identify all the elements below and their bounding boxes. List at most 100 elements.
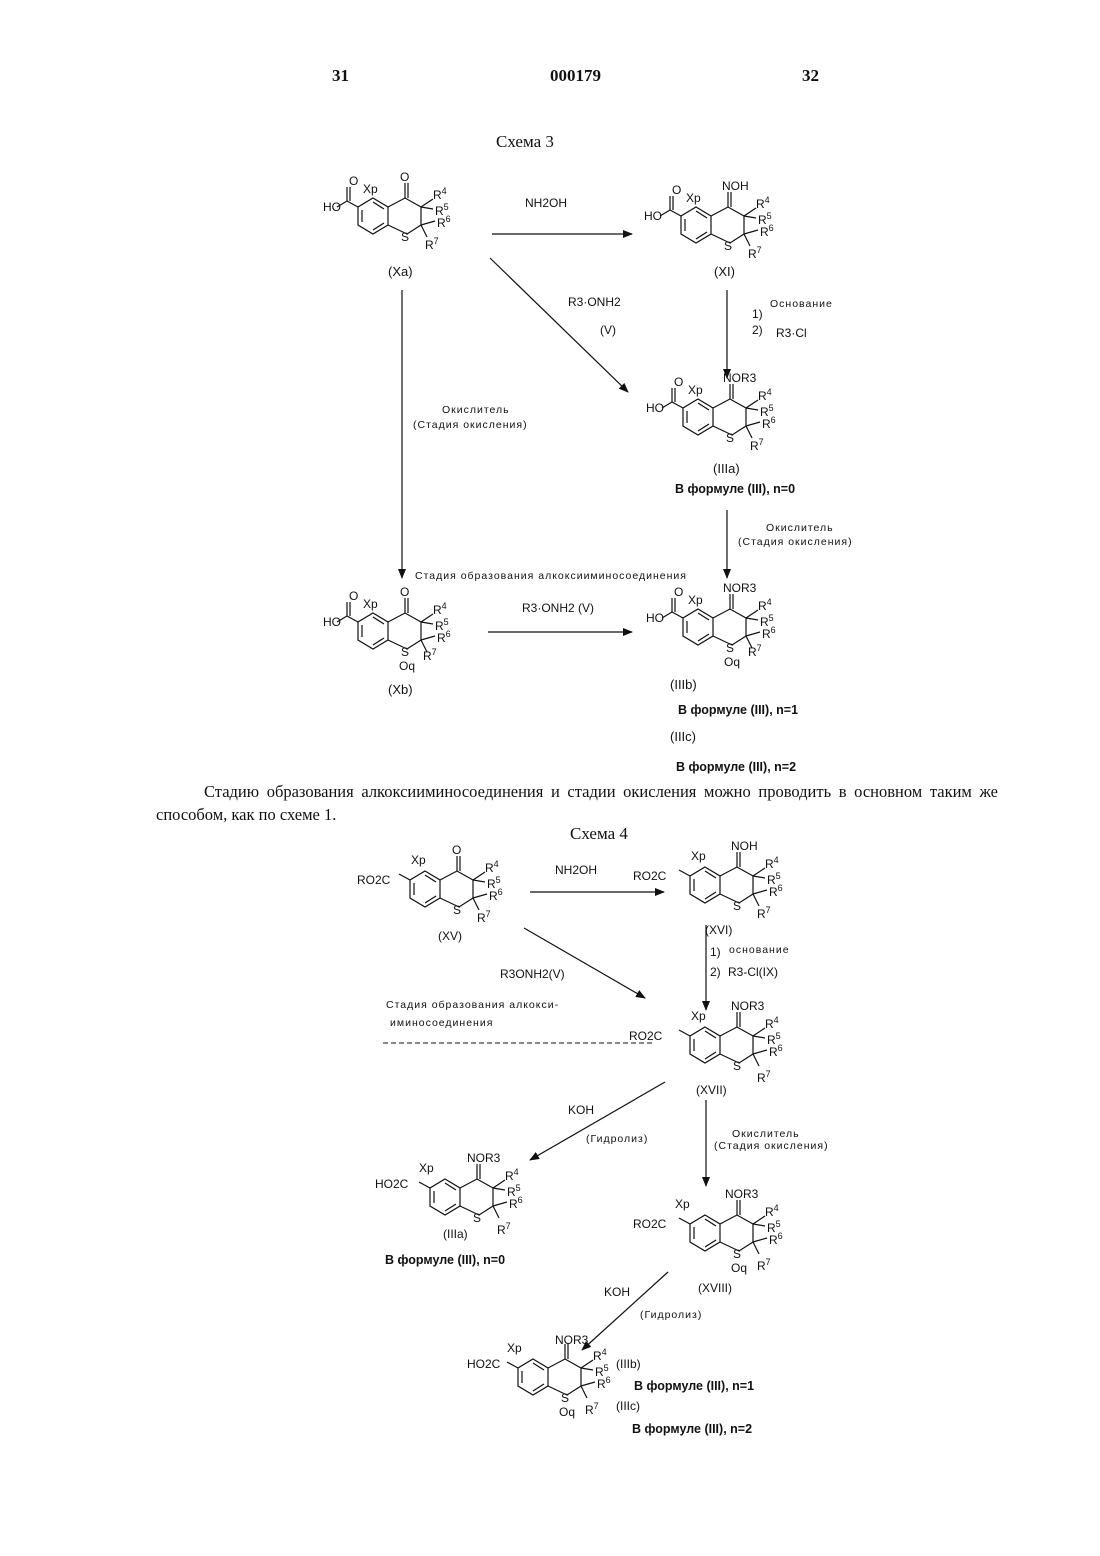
svg-text:R4: R4 <box>505 1167 519 1183</box>
oxidation-stage-s3-left: (Стадия окисления) <box>413 419 528 431</box>
step2-s3: 2) <box>752 323 763 337</box>
svg-text:O: O <box>400 585 409 599</box>
compound-xa: HO O Xp O S R4 R5 R6 R7 <box>323 170 451 252</box>
xi-carbonyl-o: O <box>672 183 681 197</box>
svg-text:Xp: Xp <box>363 597 378 611</box>
svg-text:RO2C: RO2C <box>633 869 667 883</box>
oxidant-s3-right: Окислитель <box>766 522 834 534</box>
xviii-label: (XVIII) <box>698 1281 732 1295</box>
svg-text:RO2C: RO2C <box>357 873 391 887</box>
xi-acid-label: HO <box>644 209 662 223</box>
arrow-xv-to-xvii <box>524 928 645 998</box>
iiib-label-s3: (IIIb) <box>670 677 697 692</box>
svg-text:R6: R6 <box>769 883 783 899</box>
svg-text:HO: HO <box>646 401 664 415</box>
svg-text:2): 2) <box>710 965 721 979</box>
compound-xviii: RO2C Xp NOR3 S Oq R4 R5 R6 R7 <box>633 1187 783 1275</box>
xi-label: (XI) <box>714 264 735 279</box>
formula-note-iiia-s3: В формуле (III), n=0 <box>675 482 795 496</box>
svg-text:Xp: Xp <box>691 849 706 863</box>
svg-text:O: O <box>674 585 683 599</box>
svg-text:S: S <box>726 431 734 445</box>
svg-text:NOR3: NOR3 <box>555 1333 589 1347</box>
iiic-label-s4: (IIIc) <box>616 1399 640 1413</box>
hydrolysis-s4-lower: (Гидролиз) <box>640 1309 702 1321</box>
svg-text:RO2C: RO2C <box>629 1029 663 1043</box>
svg-text:HO2C: HO2C <box>467 1357 501 1371</box>
iiia-label-s3: (IIIa) <box>713 461 740 476</box>
svg-text:NOH: NOH <box>731 839 758 853</box>
arrow-xvii-to-iiia <box>530 1082 665 1160</box>
svg-text:R6: R6 <box>769 1231 783 1247</box>
svg-text:R4: R4 <box>765 1203 779 1219</box>
svg-text:R6: R6 <box>769 1043 783 1059</box>
svg-text:Oq: Oq <box>724 655 740 669</box>
svg-text:NOR3: NOR3 <box>467 1151 501 1165</box>
reagent-r3onh2-v-s3: R3·ONH2 (V) <box>522 601 594 615</box>
xa-ring-s: S <box>401 230 409 244</box>
xa-x-substituent: Xp <box>363 182 378 196</box>
svg-text:O: O <box>349 589 358 603</box>
svg-text:R6: R6 <box>437 214 451 230</box>
xb-oxide: Oq <box>399 659 415 673</box>
svg-text:S: S <box>561 1391 569 1405</box>
xi-ring-s: S <box>724 239 732 253</box>
compound-xvii: RO2C Xp NOR3 S R4 R5 R6 R7 <box>629 999 783 1085</box>
svg-text:RO2C: RO2C <box>633 1217 667 1231</box>
svg-text:R6: R6 <box>509 1195 523 1211</box>
base-reagent-s3: Основание <box>770 298 833 310</box>
svg-text:R6: R6 <box>762 415 776 431</box>
svg-text:S: S <box>733 899 741 913</box>
formula-note-iiic-s3: В формуле (III), n=2 <box>676 760 796 774</box>
svg-text:R4: R4 <box>758 387 772 403</box>
reagent-r3onh2-s4: R3ONH2(V) <box>500 967 565 981</box>
xa-ketone-o: O <box>400 170 409 184</box>
svg-text:HO: HO <box>646 611 664 625</box>
svg-text:R6: R6 <box>489 887 503 903</box>
svg-text:S: S <box>733 1059 741 1073</box>
svg-text:Xp: Xp <box>691 1009 706 1023</box>
oxidant-s4: Окислитель <box>732 1128 800 1140</box>
iiia-oxime: NOR3 <box>723 371 757 385</box>
svg-text:O: O <box>674 375 683 389</box>
base-reagent-s4: основание <box>729 944 790 956</box>
xa-carbonyl-o: O <box>349 174 358 188</box>
iiia-label-s4: (IIIa) <box>443 1227 468 1241</box>
svg-text:R7: R7 <box>477 909 491 925</box>
formula-note-iiia-s4: В формуле (III), n=0 <box>385 1253 505 1267</box>
svg-text:R4: R4 <box>756 195 770 211</box>
xv-label: (XV) <box>438 929 462 943</box>
reagent-nh2oh-s4: NH2OH <box>555 863 597 877</box>
r3cl-reagent-s4: R3-Cl(IX) <box>728 965 778 979</box>
compound-iiib-s3: HO O Xp NOR3 S Oq R4 R5 R6 R7 <box>646 581 776 669</box>
reagent-v-s3: (V) <box>600 323 616 337</box>
svg-text:S: S <box>733 1247 741 1261</box>
svg-text:R4: R4 <box>433 601 447 617</box>
compound-xvi: RO2C Xp NOH S R4 R5 R6 R7 <box>633 839 783 921</box>
svg-text:R6: R6 <box>762 625 776 641</box>
svg-text:O: O <box>452 843 461 857</box>
svg-text:Xp: Xp <box>419 1161 434 1175</box>
koh-s4-lower: KOH <box>604 1285 630 1299</box>
svg-text:HO: HO <box>323 615 341 629</box>
svg-text:Xp: Xp <box>688 383 703 397</box>
xa-acid-label: HO <box>323 200 341 214</box>
xvii-label: (XVII) <box>696 1083 727 1097</box>
svg-text:R4: R4 <box>485 859 499 875</box>
svg-text:R4: R4 <box>593 1347 607 1363</box>
svg-text:R4: R4 <box>765 1015 779 1031</box>
compound-xb: HO O Xp O S Oq R4 R5 R6 R7 <box>323 585 451 673</box>
hydrolysis-s4-upper: (Гидролиз) <box>586 1133 648 1145</box>
svg-text:R6: R6 <box>597 1375 611 1391</box>
svg-text:R4: R4 <box>758 597 772 613</box>
reagent-nh2oh-s3: NH2OH <box>525 196 567 210</box>
svg-text:Xp: Xp <box>507 1341 522 1355</box>
alkoxyimino-stage-s4-line2: иминосоединения <box>390 1017 493 1029</box>
svg-text:R7: R7 <box>423 647 437 663</box>
compound-iiia-s3: HO O Xp NOR3 S R4 R5 R6 R7 <box>646 371 776 453</box>
svg-text:R7: R7 <box>748 245 762 261</box>
step1-s3: 1) <box>752 307 763 321</box>
svg-text:S: S <box>401 645 409 659</box>
svg-text:S: S <box>473 1211 481 1225</box>
